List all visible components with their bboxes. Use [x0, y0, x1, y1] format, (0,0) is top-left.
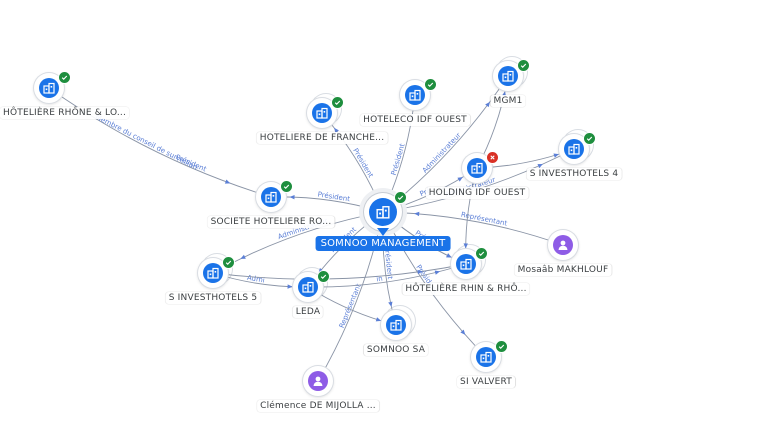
- node-label[interactable]: Clémence DE MIJOLLA ...: [257, 400, 379, 412]
- node-label[interactable]: HOLDING IDF OUEST: [425, 187, 529, 199]
- edge-arrow: [485, 101, 490, 108]
- edge-arrow: [457, 177, 463, 182]
- node-label[interactable]: HOTELECO IDF OUEST: [360, 114, 470, 126]
- node-label[interactable]: SOCIETE HOTELIERE RO...: [207, 216, 335, 228]
- edge-arrow: [417, 269, 423, 275]
- node-disc[interactable]: [493, 57, 527, 91]
- cross-icon: [486, 151, 499, 164]
- edge-label: Pré: [419, 186, 432, 198]
- edge-label: Administrateur: [421, 131, 463, 174]
- node-label[interactable]: SOMNOO MANAGEMENT: [315, 236, 451, 251]
- building-icon: [203, 263, 223, 283]
- edge-arrow: [287, 284, 293, 289]
- building-icon: [39, 78, 59, 98]
- edge-arrow: [463, 243, 468, 249]
- edge-sinvest5-rhin: [212, 263, 467, 280]
- building-icon: [498, 66, 518, 86]
- edge-label: Président: [383, 246, 394, 280]
- building-icon: [476, 347, 496, 367]
- person-icon: [308, 371, 328, 391]
- edge-arrow: [375, 317, 382, 322]
- edge-leda-rhin: in: [307, 263, 467, 288]
- edge-label: Admi: [246, 274, 265, 285]
- edge-arrow: [553, 153, 559, 158]
- building-icon: [564, 139, 584, 159]
- edge-arrow: [434, 270, 441, 275]
- edge-arrow: [446, 253, 452, 258]
- check-icon: [280, 180, 293, 193]
- node-label[interactable]: LEDA: [292, 306, 324, 318]
- edge-line: [212, 263, 467, 280]
- person-icon: [553, 235, 573, 255]
- check-icon: [424, 78, 437, 91]
- check-icon: [583, 132, 596, 145]
- edge-arrow: [240, 254, 246, 259]
- edge-label: Président: [390, 142, 407, 176]
- building-icon: [312, 103, 332, 123]
- check-icon: [495, 340, 508, 353]
- node-disc[interactable]: [381, 306, 415, 340]
- node-label[interactable]: HÔTELIÈRE RHÔNE & LO...: [0, 107, 130, 119]
- edge-arrow: [224, 179, 231, 184]
- node-label[interactable]: Mosaâb MAKHLOUF: [514, 264, 612, 276]
- edge-label: Président: [351, 147, 375, 179]
- building-icon: [456, 254, 476, 274]
- node-disc[interactable]: [548, 230, 578, 260]
- node-label[interactable]: SOMNOO SA: [363, 344, 429, 356]
- node-label[interactable]: SI VALVERT: [457, 376, 515, 388]
- node-label[interactable]: HOTELIERE DE FRANCHE...: [256, 132, 388, 144]
- node-disc[interactable]: [462, 153, 492, 183]
- node-disc[interactable]: [303, 366, 333, 396]
- check-icon: [317, 270, 330, 283]
- edge-arrow: [388, 301, 393, 307]
- selection-pointer-icon: [377, 228, 389, 236]
- check-icon: [331, 96, 344, 109]
- node-label[interactable]: S INVESTHOTELS 5: [165, 292, 261, 304]
- building-icon: [261, 187, 281, 207]
- edge-arrow: [414, 211, 420, 217]
- node-label[interactable]: HÔTELIÈRE RHIN & RHÔ...: [402, 283, 530, 295]
- check-icon: [58, 71, 71, 84]
- edge-arrow: [334, 127, 339, 134]
- node-label[interactable]: S INVESTHOTELS 4: [526, 168, 622, 180]
- check-icon: [222, 256, 235, 269]
- node-disc[interactable]: [34, 73, 64, 103]
- check-icon: [475, 247, 488, 260]
- edge-arrow: [460, 329, 466, 335]
- edge-arrow: [289, 194, 295, 200]
- node-disc[interactable]: [400, 80, 430, 110]
- edge-line: [48, 87, 272, 198]
- node-label[interactable]: MGM1: [490, 95, 526, 107]
- edge-label: in: [376, 275, 383, 284]
- edge-line: [382, 211, 564, 246]
- check-icon: [517, 59, 530, 72]
- building-icon: [369, 198, 397, 226]
- building-icon: [386, 315, 406, 335]
- building-icon: [405, 85, 425, 105]
- building-icon: [298, 277, 318, 297]
- edge-arrow: [537, 164, 543, 169]
- building-icon: [467, 158, 487, 178]
- check-icon: [394, 191, 407, 204]
- edge-line: [307, 263, 467, 288]
